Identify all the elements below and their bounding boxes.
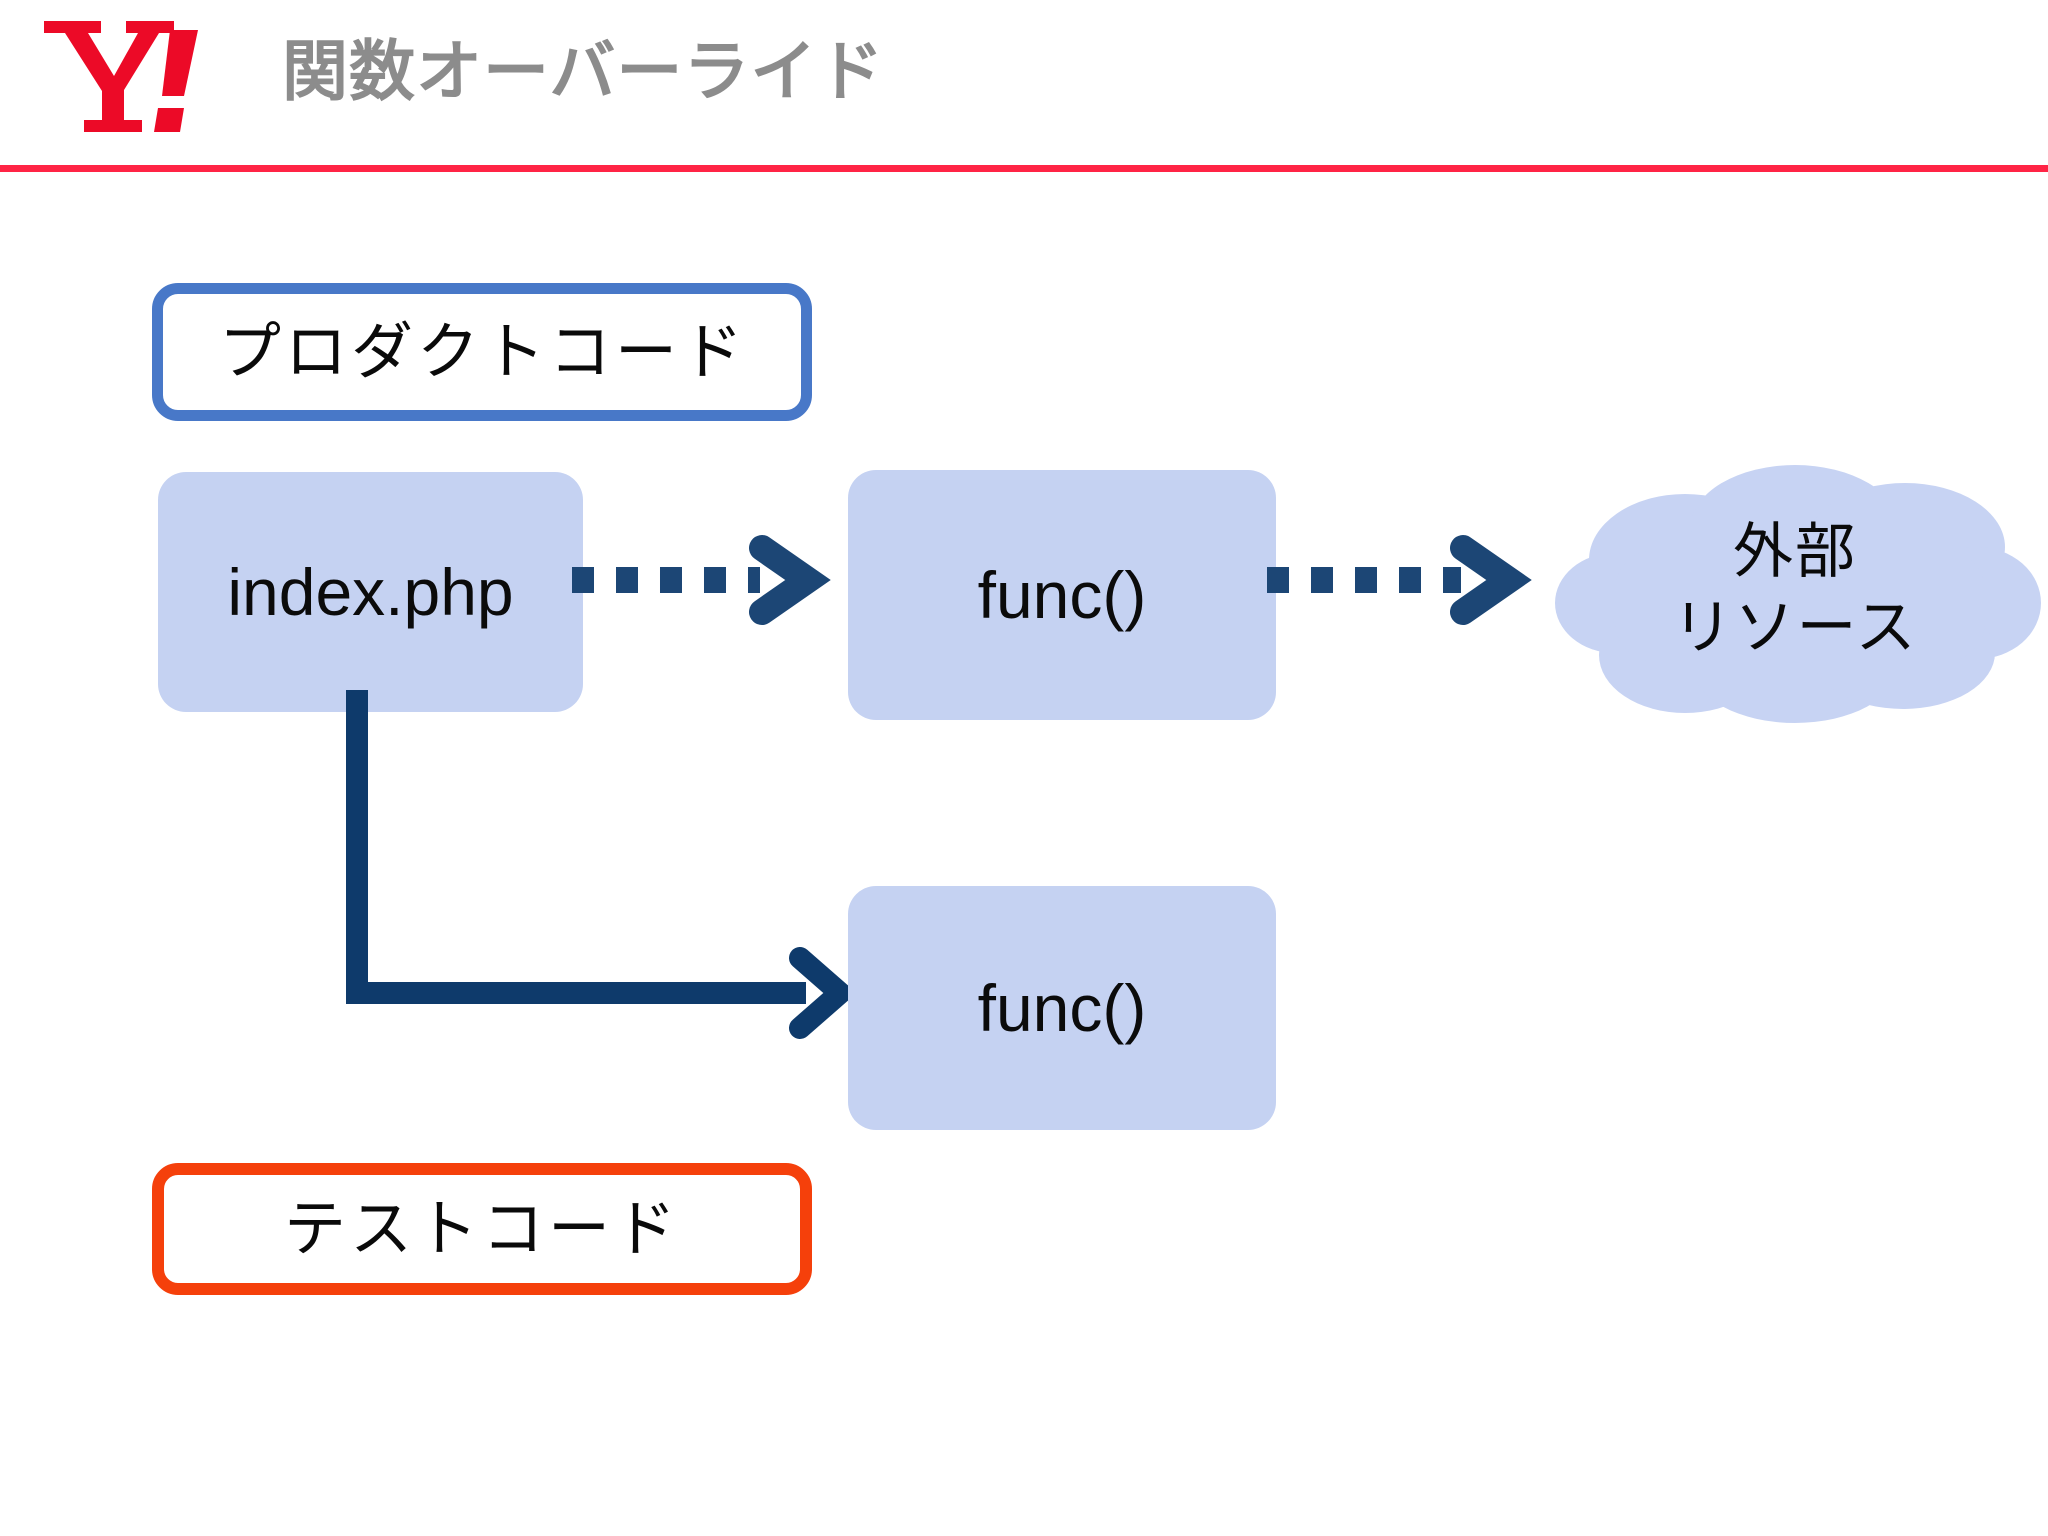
- yahoo-logo-glyph: [44, 21, 198, 132]
- connector-index-to-func-test: [330, 690, 890, 1039]
- section-label-test-code: テストコード: [283, 1192, 680, 1265]
- connector-index-to-func-production: [570, 535, 870, 625]
- connector-func-production-to-external-resource: [1265, 535, 1575, 625]
- cloud-shape-icon: [1555, 465, 2041, 723]
- slide-header: 関数オーバーライド: [0, 0, 2048, 174]
- section-label-product-code: プロダクトコード: [219, 315, 748, 388]
- section-frame-test-code: テストコード: [152, 1163, 812, 1295]
- page-title: 関数オーバーライド: [282, 33, 885, 110]
- dotted-arrow-icon: [572, 535, 831, 625]
- yahoo-japan-logo: [38, 8, 198, 140]
- node-index-php[interactable]: index.php: [158, 472, 583, 712]
- header-divider-rule: [0, 165, 2048, 172]
- node-func-test[interactable]: func(): [848, 886, 1276, 1130]
- node-func-test-label: func(): [977, 971, 1147, 1045]
- node-func-production[interactable]: func(): [848, 470, 1276, 720]
- elbow-arrow-icon: [346, 690, 857, 1039]
- node-external-resource[interactable]: 外部 リソース: [1545, 455, 2045, 725]
- dotted-arrow-icon: [1267, 535, 1532, 625]
- section-frame-product-code: プロダクトコード: [152, 283, 812, 421]
- node-func-production-label: func(): [977, 558, 1147, 632]
- node-index-php-label: index.php: [227, 555, 514, 629]
